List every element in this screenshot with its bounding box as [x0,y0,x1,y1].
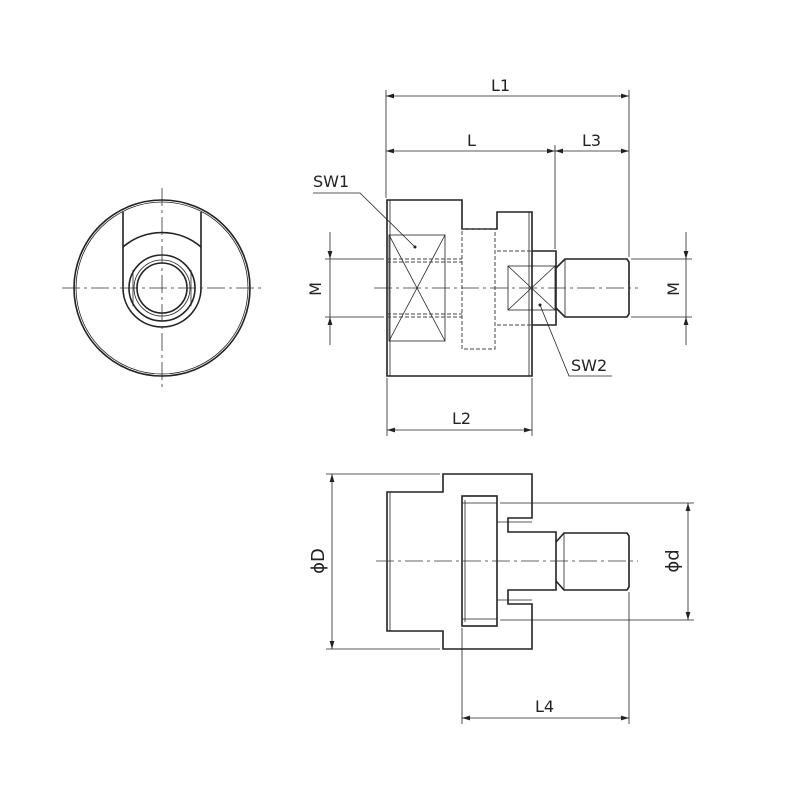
end-view [62,188,262,388]
dim-label-L1: L1 [491,76,511,95]
dim-label-D: ϕD [307,548,329,574]
bottom-view [326,473,694,724]
dim-label-M-left: M [305,282,325,296]
dim-label-L4: L4 [535,697,555,716]
dim-label-L: L [467,131,476,150]
dim-label-d: ϕd [662,549,684,573]
dim-label-M-right: M [663,282,683,296]
dim-label-L2: L2 [452,409,472,428]
label-SW1: SW1 [313,172,350,191]
dim-label-L3: L3 [582,131,602,150]
side-view [313,90,692,436]
label-SW2: SW2 [571,356,608,375]
